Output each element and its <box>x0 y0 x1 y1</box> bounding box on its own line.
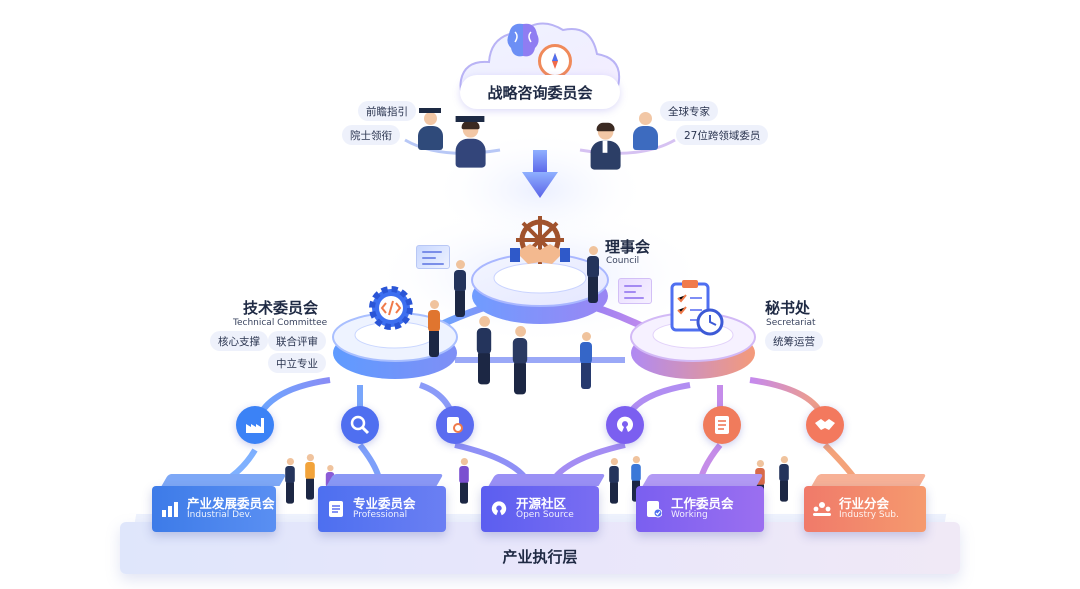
technical-presenter <box>452 260 468 320</box>
technical-subtitle: Technical Committee <box>233 318 328 328</box>
worker-5 <box>608 458 621 506</box>
unit-label-zh: 行业分会 <box>839 496 890 512</box>
academician-avatar <box>415 108 445 152</box>
unit-label-zh: 工作委员会 <box>671 496 734 512</box>
file-search-icon <box>436 406 474 444</box>
unit-label-en: Open Source <box>516 509 574 520</box>
advisory-tag-foresight: 前瞻指引 <box>358 101 416 121</box>
unit-label-en: Industry Sub. <box>839 509 899 520</box>
code-gear-icon <box>368 285 414 331</box>
unit-label-zh: 专业委员会 <box>353 496 416 512</box>
document-icon <box>703 406 741 444</box>
worker-4 <box>458 458 471 506</box>
document-icon <box>326 499 346 519</box>
businessman-left <box>474 316 493 388</box>
secretariat-subtitle: Secretariat <box>766 318 816 328</box>
businesswoman <box>578 332 594 392</box>
worker-8 <box>778 456 791 504</box>
unit-label-en: Professional <box>353 509 408 520</box>
handshake-icon <box>806 406 844 444</box>
secretariat-title: 秘书处 <box>765 299 811 317</box>
advisory-tag-27-members: 27位跨领域委员 <box>676 125 769 145</box>
female-expert-avatar <box>630 111 660 152</box>
worker-1 <box>284 458 297 506</box>
council-platform <box>471 253 609 324</box>
working-cap <box>642 474 764 486</box>
analytics-screen-icon <box>618 278 652 304</box>
advisory-title: 战略咨询委员会 <box>460 75 620 109</box>
graduate-avatar <box>452 116 488 170</box>
helm-handshake-icon <box>508 212 572 276</box>
technical-title: 技术委员会 <box>243 299 319 317</box>
unit-label-en: Industrial Dev. <box>187 509 253 520</box>
brain-icon <box>505 20 541 60</box>
council-subtitle: Council <box>606 256 640 266</box>
unit-label-zh: 产业发展委员会 <box>187 496 275 512</box>
unit-label-zh: 开源社区 <box>516 496 567 512</box>
professional-cap <box>326 474 444 486</box>
technical-engineer <box>426 300 442 360</box>
council-title: 理事会 <box>605 238 651 256</box>
team-icon <box>812 499 832 519</box>
worker-2 <box>304 454 317 502</box>
secretariat-platform <box>630 312 756 379</box>
bar-chart-icon <box>160 499 180 519</box>
industry-sub-cap <box>811 474 927 486</box>
expert-avatar <box>587 122 623 172</box>
checklist-icon <box>644 499 664 519</box>
businessman-right <box>510 326 529 398</box>
advisory-tag-academician: 院士领衔 <box>342 125 400 145</box>
technical-tag-core: 核心支撑 <box>210 331 268 351</box>
technical-platform <box>332 312 458 379</box>
technical-tag-review: 联合评审 <box>268 331 326 351</box>
technical-tag-neutral: 中立专业 <box>268 353 326 373</box>
unit-label-en: Working <box>671 509 708 520</box>
clipboard-clock-icon <box>668 278 724 340</box>
compass-icon <box>538 44 572 78</box>
open-source-icon <box>489 499 509 519</box>
industrial-dev-cap <box>161 474 287 486</box>
search-icon <box>341 406 379 444</box>
open-source-icon <box>606 406 644 444</box>
council-presenter <box>585 246 601 306</box>
secretariat-tag-operations: 统筹运营 <box>765 331 823 351</box>
factory-icon <box>236 406 274 444</box>
open-source-cap <box>488 474 606 486</box>
execution-layer-label: 产业执行层 <box>502 548 578 566</box>
advisory-tag-global-experts: 全球专家 <box>660 101 718 121</box>
code-screen-icon <box>416 245 450 269</box>
